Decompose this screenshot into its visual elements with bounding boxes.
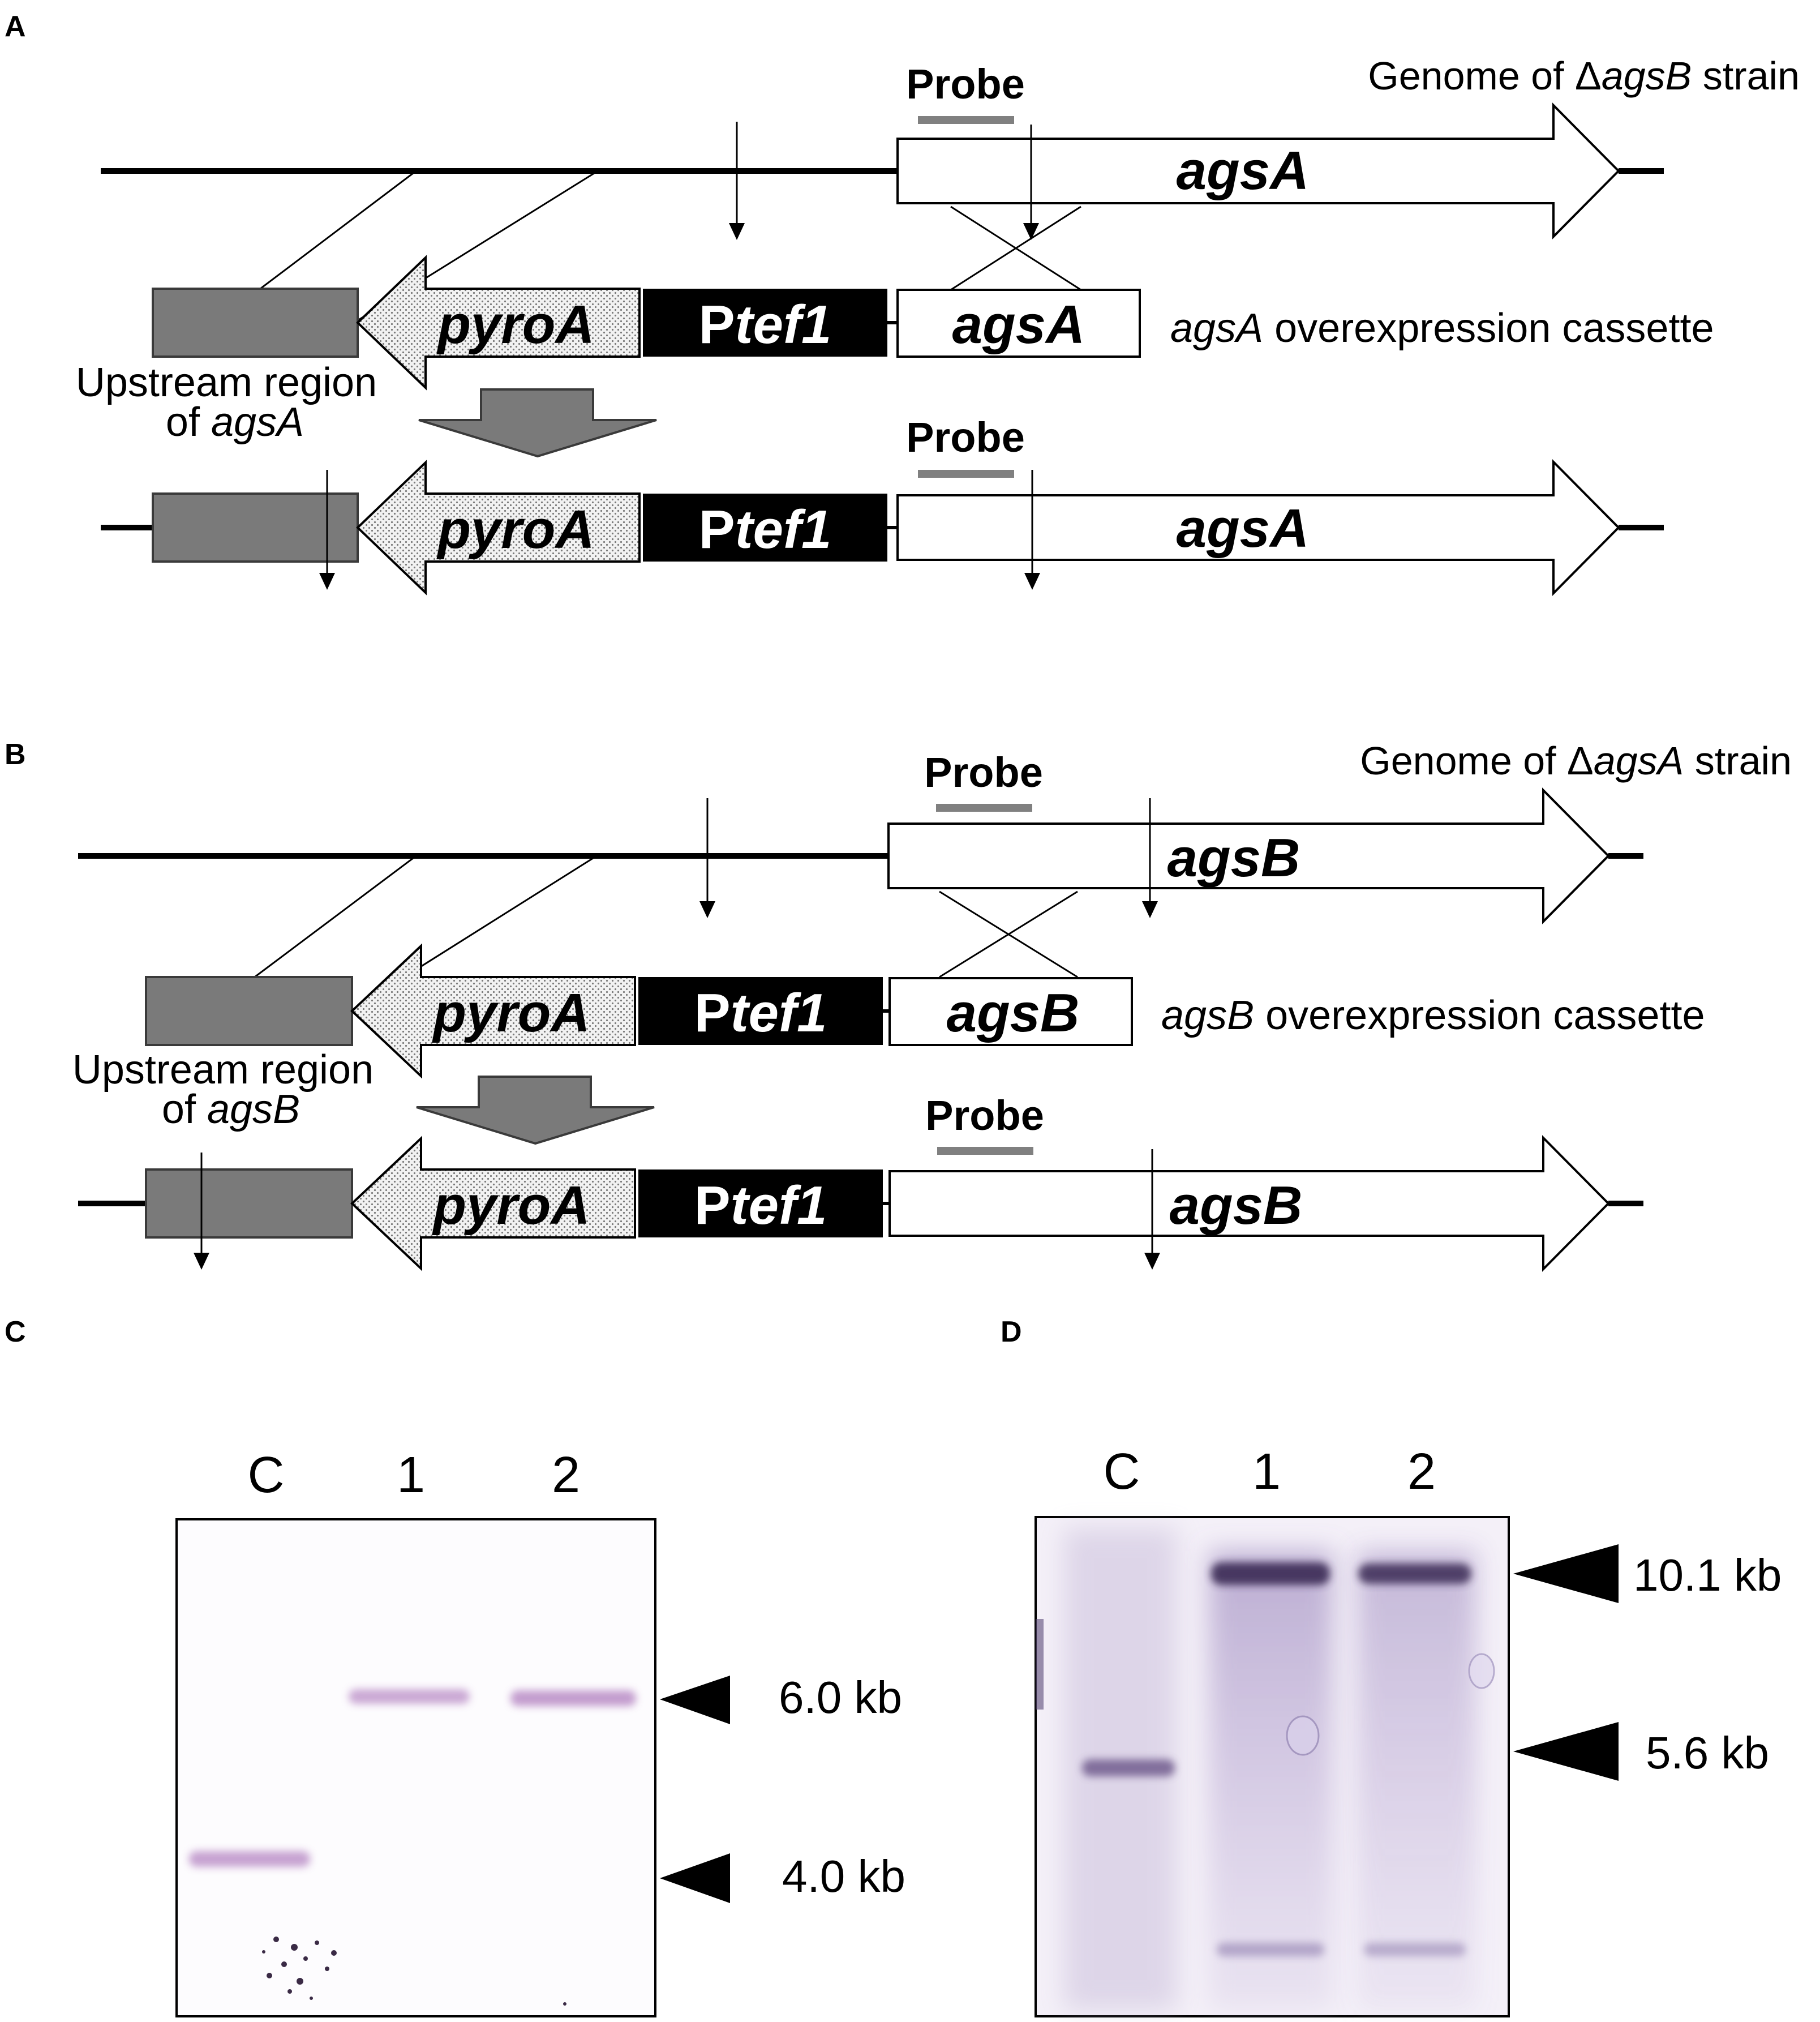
panel-a-agsA-gene-arrow [896, 102, 1620, 239]
panel-c-marker-arrow-4kb [660, 1853, 730, 1903]
panel-b-upstream-box [145, 976, 353, 1046]
panel-b-probe-bottom-label: Probe [925, 1092, 1044, 1139]
panel-a-restriction-arrows-bottom [319, 470, 1040, 590]
panel-b-bottom-pyroA-arrow [350, 1136, 636, 1271]
panel-a-ptef1-box [643, 289, 887, 357]
panel-d-band-lane1 [1211, 1562, 1330, 1585]
panel-a: A Genome of ΔagsB strain Probe agsA p [5, 10, 1800, 596]
panel-b-upstream-label-line1: Upstream region [72, 1047, 374, 1093]
panel-b-bottom-ptef1-label: Ptef1 [694, 1175, 827, 1236]
panel-a-agsA-gene-label: agsA [1177, 140, 1310, 201]
panel-d-lane-label-2: 2 [1407, 1443, 1436, 1500]
panel-b-bottom-agsB-label: agsB [1170, 1175, 1303, 1236]
panel-a-upstream-label-line2: of agsA [166, 400, 304, 445]
panel-b-letter: B [5, 738, 26, 771]
panel-d-lane-label-c: C [1104, 1443, 1140, 1500]
panel-a-restriction-arrows-top [729, 122, 1039, 240]
panel-b-genome-label: Genome of ΔagsA strain [1360, 739, 1792, 783]
panel-a-bottom-pyroA-arrow [356, 460, 641, 596]
panel-b-ptef1-box [638, 977, 883, 1045]
panel-b-probe-top-label: Probe [924, 749, 1043, 796]
panel-d-marker-label-10kb: 10.1 kb [1633, 1550, 1782, 1600]
panel-b-cassette-agsB-box [888, 977, 1133, 1046]
panel-b-restriction-arrows-bottom [194, 1149, 1160, 1270]
panel-a-cassette-label: agsA overexpression cassette [1170, 306, 1714, 351]
panel-a-bottom-upstream-box [152, 492, 359, 563]
panel-a-ptef1-label: Ptef1 [699, 294, 832, 355]
panel-a-cassette-agsA-label: agsA [952, 294, 1085, 355]
panel-a-bottom-ptef1-label: Ptef1 [699, 499, 832, 560]
panel-a-cassette-agsA-box [896, 289, 1141, 358]
panel-a-upstream-label-line1: Upstream region [76, 360, 377, 405]
panel-d-lane-label-1: 1 [1252, 1443, 1281, 1500]
panel-d: D C 1 2 10.1 kb 5.6 kb [1001, 1316, 1782, 2017]
panel-c-lane-label-1: 1 [397, 1447, 425, 1503]
panel-b-integration-arrow [416, 1076, 655, 1145]
panel-b-cassette-label: agsB overexpression cassette [1161, 993, 1705, 1038]
panel-b-bottom-pyroA-label: pyroA [431, 1175, 590, 1236]
panel-a-probe-bottom-bar [918, 470, 1014, 478]
panel-b-cassette-agsB-label: agsB [947, 983, 1080, 1043]
panel-d-marker-arrow-5kb [1513, 1722, 1619, 1781]
panel-d-marker-label-5kb: 5.6 kb [1646, 1728, 1769, 1778]
panel-b-restriction-arrows-top [699, 798, 1158, 918]
panel-c-marker-arrow-6kb [660, 1676, 730, 1724]
panel-c-marker-label-4kb: 4.0 kb [782, 1851, 905, 1901]
panel-c-lane-label-c: C [248, 1447, 285, 1503]
panel-b-bottom-agsB-arrow [888, 1135, 1610, 1272]
panel-a-upstream-box [152, 288, 359, 358]
panel-b-pyroA-label: pyroA [431, 983, 590, 1043]
panel-a-bottom-pyroA-label: pyroA [436, 499, 594, 560]
panel-c-lane-label-2: 2 [552, 1447, 580, 1503]
panel-b-ptef1-label: Ptef1 [694, 983, 827, 1043]
panel-a-bottom-ptef1-box [643, 494, 887, 562]
panel-c: C C 1 2 6.0 kb 4.0 kb [5, 1316, 905, 2017]
panel-a-probe-bottom-label: Probe [906, 414, 1025, 461]
panel-c-band-lane2 [510, 1690, 636, 1706]
panel-b-probe-bottom-bar [937, 1147, 1033, 1155]
panel-b-bottom-ptef1-box [638, 1169, 883, 1237]
panel-d-letter: D [1001, 1316, 1022, 1348]
panel-c-speckles [262, 1937, 566, 2006]
panel-d-band-control [1082, 1759, 1175, 1776]
panel-a-probe-top-bar [918, 116, 1014, 124]
panel-a-pyroA-label: pyroA [436, 294, 594, 355]
panel-b-agsB-gene-label: agsB [1167, 828, 1300, 888]
panel-a-integration-arrow [418, 388, 657, 458]
panel-c-marker-label-6kb: 6.0 kb [779, 1672, 902, 1723]
panel-d-marker-arrow-10kb [1513, 1544, 1619, 1603]
panel-a-bottom-agsA-arrow [896, 459, 1620, 596]
panel-a-letter: A [5, 10, 26, 43]
panel-b: B Genome of ΔagsA strain Probe agsB pyro… [5, 738, 1792, 1272]
panel-c-letter: C [5, 1316, 26, 1348]
panel-b-upstream-label-line2: of agsB [162, 1087, 300, 1132]
panel-c-blot [175, 1518, 656, 2017]
panel-a-pyroA-arrow [356, 255, 641, 391]
panel-b-probe-top-bar [936, 804, 1032, 812]
panel-b-bottom-upstream-box [145, 1168, 353, 1239]
panel-a-genome-label: Genome of ΔagsB strain [1368, 54, 1800, 98]
panel-c-band-control [189, 1851, 310, 1867]
panel-a-bottom-agsA-label: agsA [1177, 498, 1310, 559]
panel-b-pyroA-arrow [350, 943, 636, 1079]
panel-d-band-lane2 [1358, 1563, 1471, 1584]
panel-b-agsB-gene-arrow [887, 787, 1610, 924]
panel-c-band-lane1 [349, 1689, 470, 1704]
panel-a-probe-top-label: Probe [906, 61, 1025, 108]
